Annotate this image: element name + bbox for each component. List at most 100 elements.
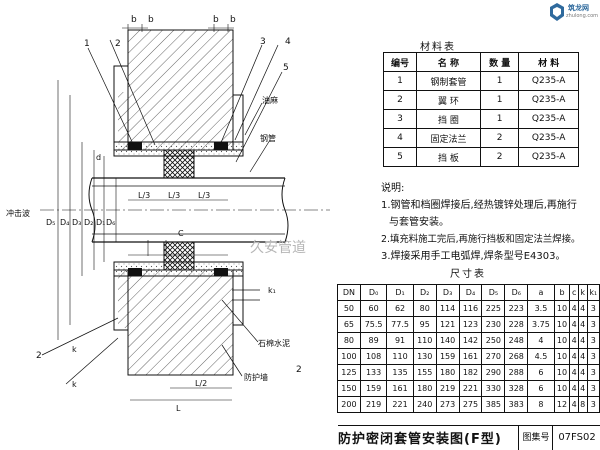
sizes-cell: 123 xyxy=(458,316,483,333)
sizes-cell: 4 xyxy=(577,348,588,365)
sizes-cell: 95 xyxy=(412,316,437,333)
materials-cell: 翼 环 xyxy=(415,90,481,110)
sizes-cell: 114 xyxy=(435,300,460,317)
logo-url: zhulong.com xyxy=(566,13,599,19)
sizes-cell: 4 xyxy=(577,316,588,333)
title-block: 防护密闭套管安装图(F型) 图集号 07FS02 xyxy=(338,425,600,450)
materials-cell: 钢制套管 xyxy=(415,71,481,91)
sizes-cell: 4 xyxy=(569,332,579,349)
sizes-cell: 4 xyxy=(569,364,579,381)
sizes-cell: 89 xyxy=(359,332,388,349)
sizes-cell: 100 xyxy=(337,348,361,365)
sizes-cell: 248 xyxy=(504,332,529,349)
sizes-cell: 4 xyxy=(577,364,588,381)
sizes-cell: 3 xyxy=(586,300,600,317)
sizes-cell: 328 xyxy=(504,380,529,397)
sizes-cell: 221 xyxy=(386,396,414,413)
materials-cell: 1 xyxy=(479,90,520,110)
sizes-cell: 4 xyxy=(569,300,579,317)
label-grease: 油麻 xyxy=(262,95,278,105)
sizes-cell: 230 xyxy=(481,316,506,333)
notes: 说明: 1.钢管和档圈焊接后,经热镀锌处理后,再施行 与套管安装。 2.填充料施… xyxy=(381,180,595,265)
sizes-cell: 240 xyxy=(412,396,437,413)
sizes-cell: 219 xyxy=(435,380,460,397)
sizes-cell: 383 xyxy=(504,396,529,413)
sizes-cell: 4 xyxy=(577,332,588,349)
materials-cell: 1 xyxy=(383,71,417,91)
sizes-header: D₄ xyxy=(458,284,483,301)
sizes-cell: 6 xyxy=(527,364,555,381)
dim-D1: D₁ xyxy=(96,218,105,227)
sizes-cell: 125 xyxy=(337,364,361,381)
sizes-cell: 3.75 xyxy=(527,316,555,333)
sizes-cell: 3 xyxy=(586,348,600,365)
sizes-title: 尺寸表 xyxy=(450,269,486,280)
sizes-cell: 180 xyxy=(435,364,460,381)
note-line: 3.焊接采用手工电弧焊,焊条型号E4303。 xyxy=(381,251,566,262)
sizes-cell: 3 xyxy=(586,364,600,381)
label-asbestos-cement: 石棉水泥 xyxy=(258,338,290,348)
sizes-cell: 3 xyxy=(586,332,600,349)
sizes-header: b xyxy=(553,284,571,301)
sizes-cell: 133 xyxy=(359,364,388,381)
callout-2-left: 2 xyxy=(36,351,42,361)
sizes-cell: 62 xyxy=(386,300,414,317)
sizes-cell: 4 xyxy=(569,380,579,397)
table-row: 100 108 110 130 159 161 270 268 4.5 10 4… xyxy=(337,348,600,365)
sizes-cell: 80 xyxy=(412,300,437,317)
site-logo[interactable]: 筑龙网 zhulong.com xyxy=(548,2,600,24)
materials-header: 数 量 xyxy=(479,52,520,72)
note-line: 1.钢管和档圈焊接后,经热镀锌处理后,再施行 xyxy=(381,200,577,211)
materials-cell: 固定法兰 xyxy=(415,128,481,148)
sizes-cell: 4 xyxy=(569,316,579,333)
dim-k1: k₁ xyxy=(268,286,276,295)
sizes-cell: 142 xyxy=(458,332,483,349)
sizes-cell: 4 xyxy=(569,348,579,365)
dim-k-2: k xyxy=(72,380,77,389)
sizes-cell: 161 xyxy=(458,348,483,365)
sizes-cell: 12 xyxy=(553,396,571,413)
sizes-header: D₅ xyxy=(481,284,506,301)
sizes-cell: 10 xyxy=(553,380,571,397)
dim-C: C xyxy=(178,229,184,238)
sizes-header: c xyxy=(569,284,579,301)
sizes-cell: 159 xyxy=(435,348,460,365)
notes-title: 说明: xyxy=(381,183,405,194)
materials-cell: Q235-A xyxy=(518,109,579,129)
sizes-cell: 4.5 xyxy=(527,348,555,365)
materials-header: 编号 xyxy=(383,52,417,72)
sizes-header: D₃ xyxy=(435,284,460,301)
materials-cell: 2 xyxy=(479,147,520,167)
logo-text: 筑龙网 xyxy=(568,4,589,12)
materials-table: 编号 名 称 数 量 材 料 1 钢制套管 1 Q235-A 2 翼 环 1 Q… xyxy=(383,52,579,167)
sizes-header: k xyxy=(577,284,588,301)
dim-d: d xyxy=(96,153,101,162)
sizes-cell: 275 xyxy=(458,396,483,413)
sizes-cell: 219 xyxy=(359,396,388,413)
sizes-header: D₁ xyxy=(386,284,414,301)
sizes-cell: 182 xyxy=(458,364,483,381)
sizes-cell: 75.5 xyxy=(359,316,388,333)
callout-2-right: 2 xyxy=(296,365,302,375)
sizes-header: D₆ xyxy=(504,284,529,301)
atlas-label: 图集号 xyxy=(518,426,553,450)
materials-cell: Q235-A xyxy=(518,147,579,167)
note-line: 2.填充料施工完后,再施行挡板和固定法兰焊接。 xyxy=(381,234,581,245)
materials-header: 材 料 xyxy=(518,52,579,72)
sizes-cell: 159 xyxy=(359,380,388,397)
dim-L3-c: L/3 xyxy=(198,191,210,200)
sizes-cell: 4 xyxy=(577,300,588,317)
dim-L3-b: L/3 xyxy=(168,191,180,200)
protective-wall xyxy=(113,29,244,376)
materials-cell: Q235-A xyxy=(518,128,579,148)
sizes-cell: 65 xyxy=(337,316,361,333)
materials-cell: 挡 板 xyxy=(415,147,481,167)
table-row: 200 219 221 240 273 275 385 383 8 12 4 8… xyxy=(337,396,600,413)
sizes-cell: 288 xyxy=(504,364,529,381)
sizes-cell: 110 xyxy=(412,332,437,349)
dim-D4: D₄ xyxy=(60,218,69,227)
table-row: 1 钢制套管 1 Q235-A xyxy=(383,71,579,91)
dim-b-4: b xyxy=(230,15,236,25)
sizes-cell: 200 xyxy=(337,396,361,413)
